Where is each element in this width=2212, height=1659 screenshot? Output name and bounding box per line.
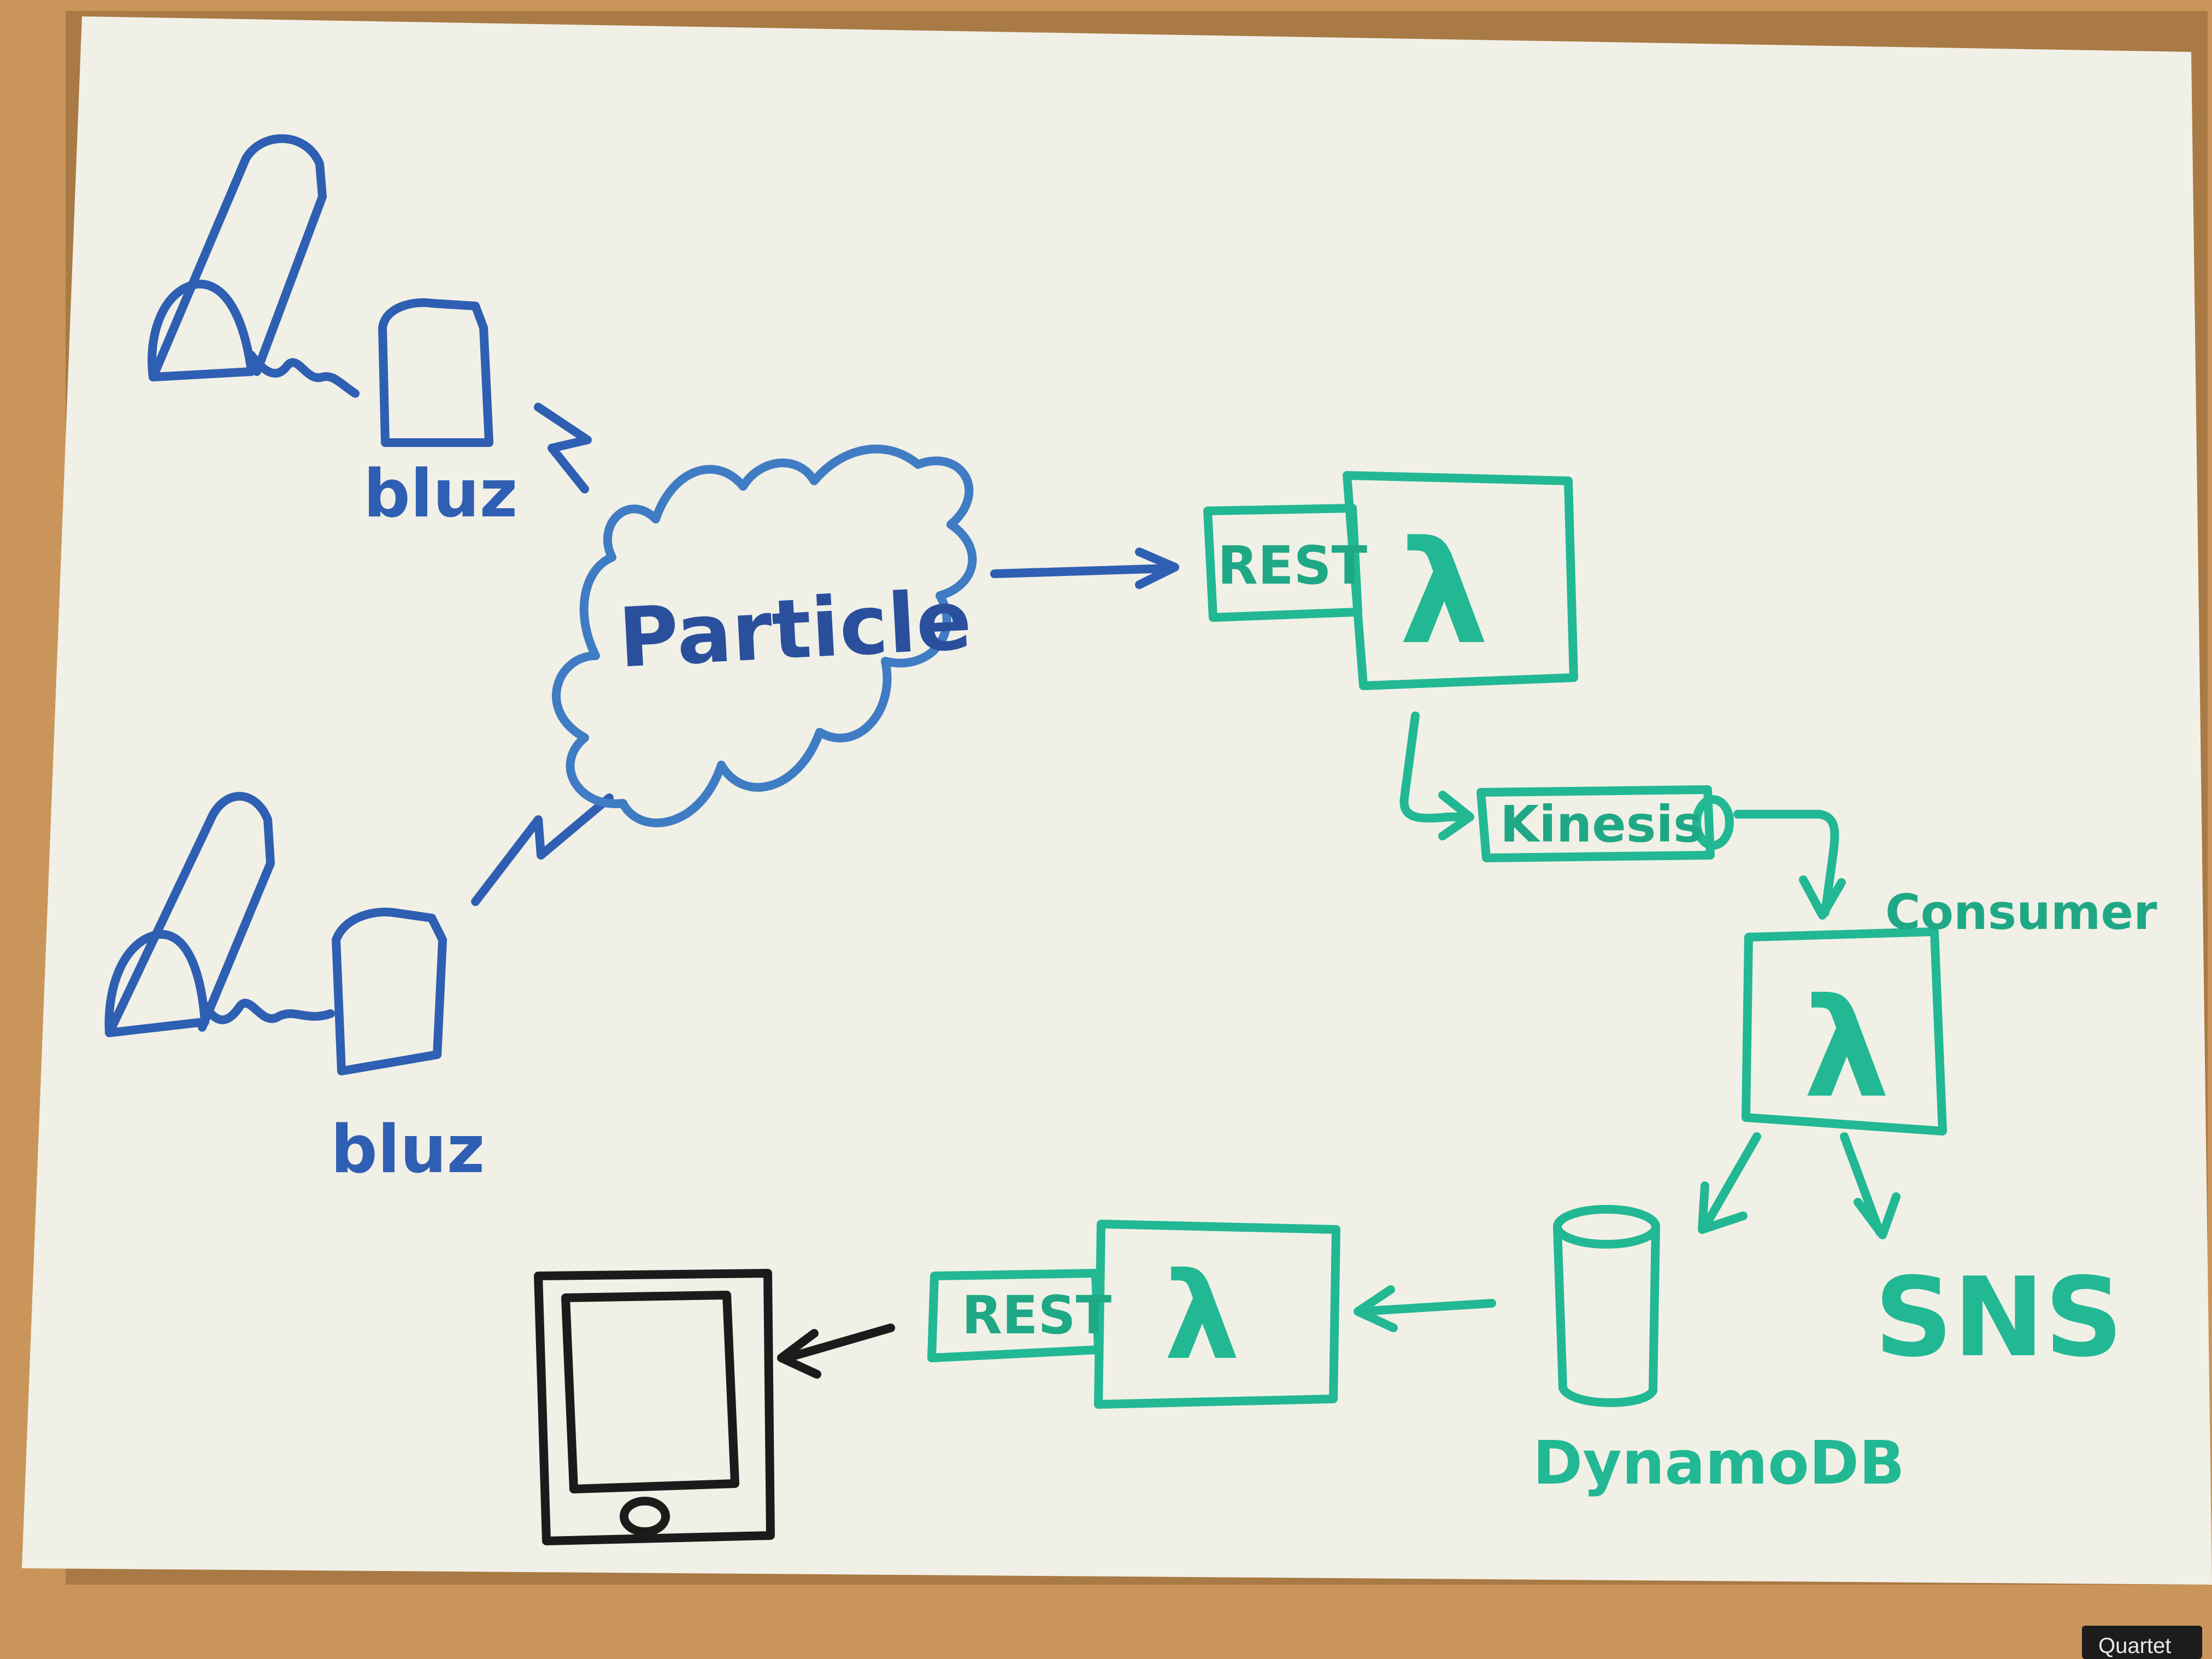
label-sns: SNS: [1874, 1254, 2123, 1381]
label-lambda-bottom: λ: [1164, 1246, 1240, 1386]
label-rest-top: REST: [1217, 535, 1367, 596]
label-consumer: Consumer: [1885, 884, 2157, 940]
label-particle: Particle: [616, 573, 974, 686]
label-dynamodb: DynamoDB: [1533, 1428, 1905, 1498]
label-lambda-consumer: λ: [1803, 969, 1890, 1128]
label-kinesis: Kinesis: [1500, 795, 1703, 854]
brand-label: Quartet: [2098, 1634, 2171, 1658]
label-bluz-top: bluz: [363, 456, 517, 532]
label-lambda-top: λ: [1399, 511, 1489, 676]
label-bluz-bottom: bluz: [331, 1112, 485, 1188]
label-rest-bottom: REST: [962, 1285, 1111, 1346]
